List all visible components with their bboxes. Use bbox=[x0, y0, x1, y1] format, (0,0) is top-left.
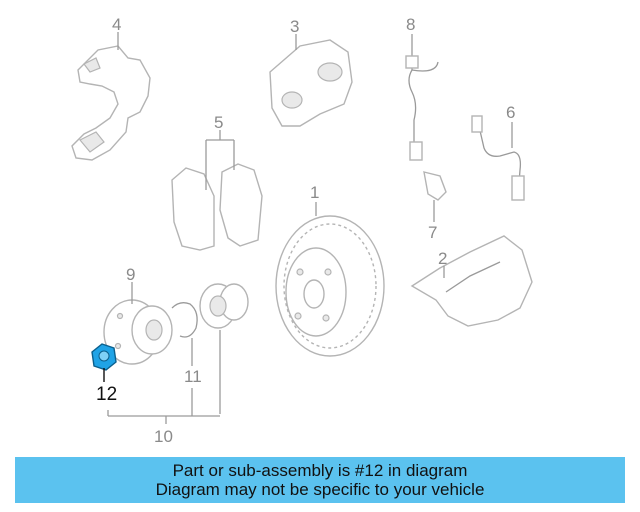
callout-7: 7 bbox=[428, 223, 437, 242]
caption-line-1: Part or sub-assembly is #12 in diagram bbox=[172, 461, 468, 480]
callout-6: 6 bbox=[506, 103, 515, 122]
callout-10: 10 bbox=[154, 427, 173, 446]
part-1-rotor[interactable]: 1 bbox=[275, 183, 385, 357]
parts-diagram: 4 3 5 8 7 6 bbox=[71, 15, 533, 446]
part-2-splash-shield[interactable]: 2 bbox=[410, 235, 533, 327]
part-6-brake-hose[interactable]: 6 bbox=[471, 103, 525, 201]
callout-1: 1 bbox=[310, 183, 319, 202]
part-11-snap-ring[interactable]: 11 bbox=[171, 302, 202, 386]
callout-2: 2 bbox=[438, 249, 447, 268]
callout-8: 8 bbox=[406, 15, 415, 34]
callout-9: 9 bbox=[126, 265, 135, 284]
caption-line-2: Diagram may not be specific to your vehi… bbox=[155, 480, 485, 499]
part-12-hub-nut[interactable]: 12 bbox=[91, 343, 117, 405]
part-4-caliper-bracket[interactable]: 4 bbox=[71, 15, 151, 161]
part-3-caliper[interactable]: 3 bbox=[269, 17, 353, 127]
info-caption: Part or sub-assembly is #12 in diagram D… bbox=[15, 457, 625, 503]
callout-4: 4 bbox=[112, 15, 121, 34]
callout-3: 3 bbox=[290, 17, 299, 36]
part-7-speed-sensor[interactable]: 7 bbox=[423, 171, 447, 242]
part-5-brake-pads[interactable]: 5 bbox=[171, 113, 263, 251]
part-8-abs-wire[interactable]: 8 bbox=[405, 15, 439, 161]
callout-12: 12 bbox=[96, 384, 117, 405]
callout-5: 5 bbox=[214, 113, 223, 132]
callout-11: 11 bbox=[184, 367, 202, 386]
part-9-hub[interactable]: 9 bbox=[103, 265, 173, 365]
wheel-bearing[interactable] bbox=[199, 283, 249, 414]
part-10-bracket: 10 bbox=[107, 388, 220, 446]
